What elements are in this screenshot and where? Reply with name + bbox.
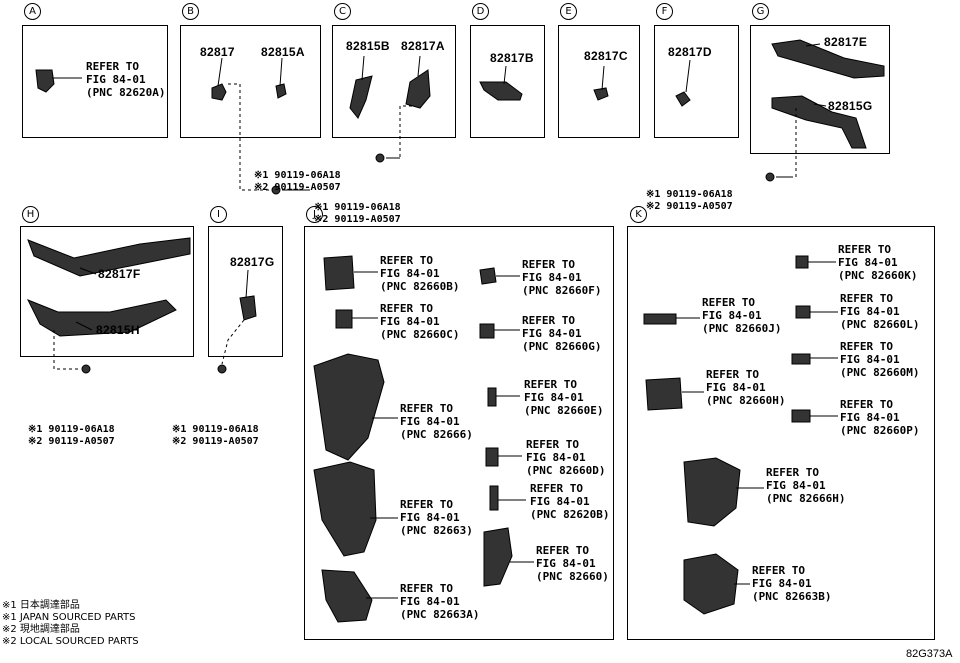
panel-h-letter: H xyxy=(22,206,39,223)
part-82815a xyxy=(275,83,287,99)
panel-i xyxy=(208,226,283,357)
part-82817c xyxy=(593,87,609,101)
panel-h xyxy=(20,226,194,357)
part-82663 xyxy=(313,461,377,557)
bolt-callout-g: ※1 90119-06A18※2 90119-A0507 xyxy=(646,189,733,212)
part-82817g xyxy=(239,295,257,321)
panel-g-letter: G xyxy=(752,3,769,20)
bolt-bc-lower-icon xyxy=(271,185,281,195)
part-a-bracket xyxy=(35,69,55,93)
bolt-i-icon xyxy=(217,364,227,374)
part-label-82817c[interactable]: 82817C xyxy=(584,49,628,63)
panel-c xyxy=(332,25,456,138)
panel-b-letter: B xyxy=(182,3,199,20)
part-82660e xyxy=(487,387,497,407)
part-82660h xyxy=(645,377,683,411)
panel-d xyxy=(470,25,545,138)
bolt-g-icon xyxy=(765,172,775,182)
part-82660 xyxy=(483,527,513,587)
panel-c-letter: C xyxy=(334,3,351,20)
part-label-82815g[interactable]: 82815G xyxy=(828,99,873,113)
part-82660g xyxy=(479,323,495,339)
part-82815b xyxy=(349,75,373,119)
bolt-callout-h: ※1 90119-06A18※2 90119-A0507 xyxy=(28,424,115,447)
bolt-bc-upper-icon xyxy=(375,153,385,163)
part-82666 xyxy=(313,353,385,461)
panel-a xyxy=(22,25,168,138)
part-82660c xyxy=(335,309,353,329)
part-82817 xyxy=(211,83,227,101)
figure-code: 82G373A xyxy=(906,648,953,660)
bolt-h-icon xyxy=(81,364,91,374)
part-82663a xyxy=(321,569,373,623)
panel-e xyxy=(558,25,640,138)
panel-f-letter: F xyxy=(656,3,673,20)
panel-a-letter: A xyxy=(24,3,41,20)
panel-k-letter: K xyxy=(630,206,647,223)
part-label-82815h[interactable]: 82815H xyxy=(96,323,140,337)
part-label-82815a[interactable]: 82815A xyxy=(261,45,305,59)
part-label-82817a[interactable]: 82817A xyxy=(401,39,445,53)
bolt-callout-bc-upper: ※1 90119-06A18※2 90119-A0507 xyxy=(254,170,341,193)
part-82817b xyxy=(479,81,523,101)
bolt-callout-i: ※1 90119-06A18※2 90119-A0507 xyxy=(172,424,259,447)
panel-i-letter: I xyxy=(210,206,227,223)
part-82817f xyxy=(27,237,191,277)
part-82660l xyxy=(795,305,811,319)
part-label-82817[interactable]: 82817 xyxy=(200,45,235,59)
panel-k xyxy=(627,226,935,640)
part-82815h xyxy=(26,299,177,337)
part-82817d xyxy=(675,91,691,107)
panel-b xyxy=(180,25,321,138)
part-82663b xyxy=(683,553,739,615)
part-label-82817e[interactable]: 82817E xyxy=(824,35,868,49)
part-82620b xyxy=(489,485,499,511)
bolt-callout-bc-lower: ※1 90119-06A18※2 90119-A0507 xyxy=(314,202,401,225)
sourcing-legend: ※1 日本調達部品※1 JAPAN SOURCED PARTS※2 現地調達部品… xyxy=(2,600,139,647)
part-82817a xyxy=(405,69,431,109)
panel-g xyxy=(750,25,890,154)
part-82660k xyxy=(795,255,809,269)
part-82660d xyxy=(485,447,499,467)
panel-j-letter: J xyxy=(306,206,323,223)
part-label-82817g[interactable]: 82817G xyxy=(230,255,275,269)
part-82660b xyxy=(323,255,355,291)
part-82817e xyxy=(771,39,885,79)
part-82660j xyxy=(643,313,677,325)
part-82666h xyxy=(683,457,741,527)
part-label-82817f[interactable]: 82817F xyxy=(98,267,141,281)
part-label-82817d[interactable]: 82817D xyxy=(668,45,712,59)
panel-d-letter: D xyxy=(472,3,489,20)
part-label-82815b[interactable]: 82815B xyxy=(346,39,390,53)
part-82660p xyxy=(791,409,811,423)
part-82660f xyxy=(479,267,497,285)
panel-f xyxy=(654,25,739,138)
panel-j xyxy=(304,226,614,640)
part-label-82817b[interactable]: 82817B xyxy=(490,51,534,65)
part-82660m xyxy=(791,353,811,365)
panel-e-letter: E xyxy=(560,3,577,20)
